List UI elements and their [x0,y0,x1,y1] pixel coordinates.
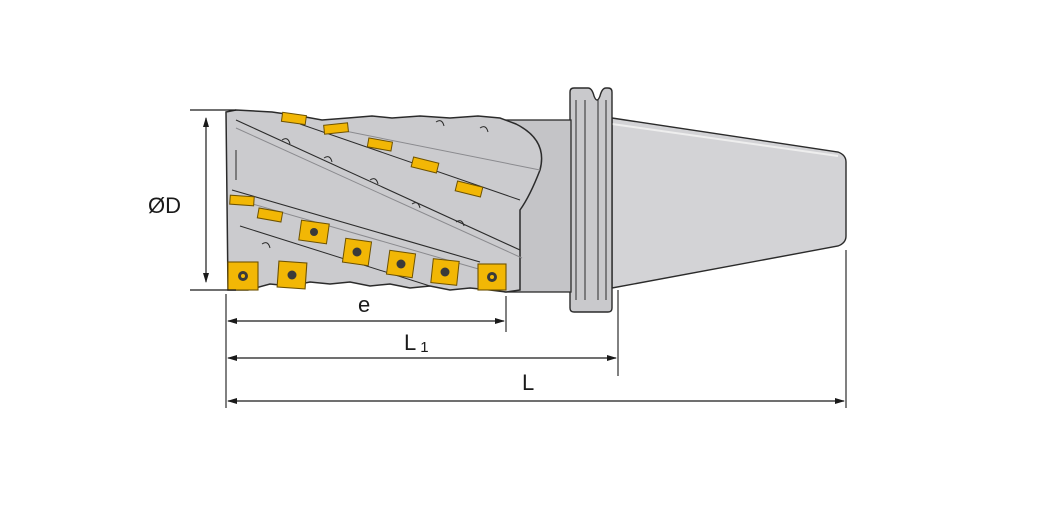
insert-upper [323,122,350,135]
diameter-label: ØD [148,193,181,218]
l-label: L [522,370,534,395]
diameter-dimension [190,109,236,291]
e-label: e [358,292,370,317]
extension-lines [225,250,847,408]
l1-label-main: L [404,330,416,355]
insert-upper [410,156,440,174]
insert-middle [298,219,330,245]
insert-bottom [477,263,507,291]
insert-middle [385,249,417,279]
insert-middle [430,258,460,286]
taper-shank [611,117,847,289]
bottom-inserts [227,260,507,291]
insert-bottom [276,260,308,290]
flange-collar [569,87,613,313]
l1-label-subscript: 1 [420,339,428,356]
insert-upper [256,207,284,223]
insert-upper [229,194,255,207]
upper-inserts [229,111,484,223]
middle-inserts [298,219,460,286]
insert-bottom [227,261,259,291]
insert-middle [341,237,373,267]
insert-upper [454,180,484,198]
insert-upper [280,111,308,126]
insert-upper [366,137,394,152]
cutter-body [225,109,543,293]
